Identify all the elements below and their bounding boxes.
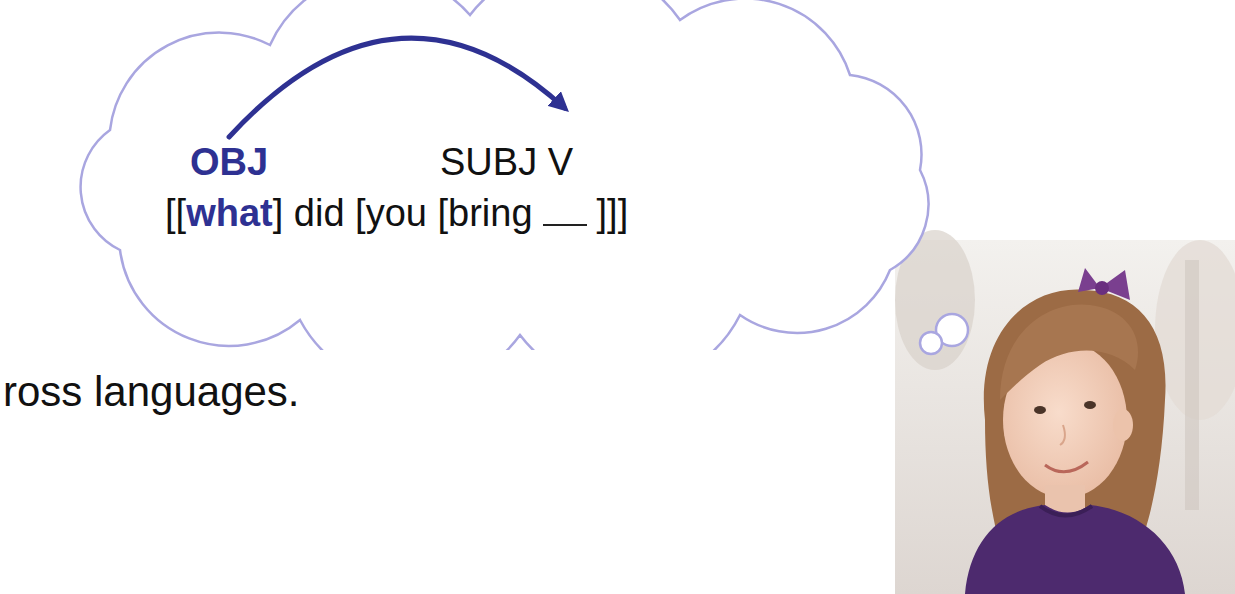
role-label: OBJ [190, 141, 268, 185]
sentence-part: what [186, 192, 273, 236]
sentence-part: ] did [you [bring [273, 192, 533, 236]
sentence-part: [[ [165, 192, 186, 236]
sentence-row: [[what] did [you [bring]]] [165, 192, 628, 236]
gap-blank [543, 222, 587, 226]
slide-text: ross languages. [3, 368, 300, 416]
role-label: SUBJ V [440, 141, 573, 185]
sentence-part: ]]] [597, 192, 629, 236]
thought-cloud: OBJ SUBJ V [[what] did [you [bring]]] [0, 0, 975, 350]
movement-arc [229, 38, 564, 137]
